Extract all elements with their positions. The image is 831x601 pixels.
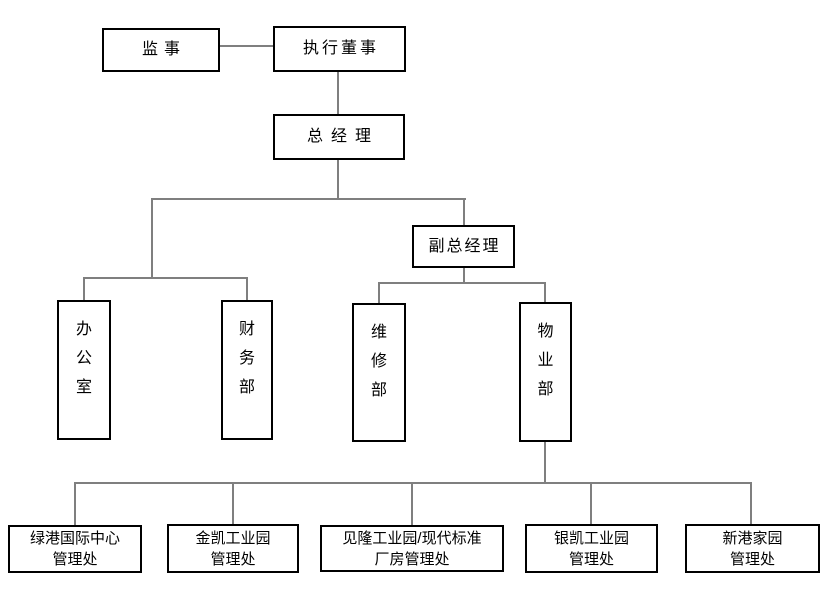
connector-line xyxy=(337,72,339,115)
node-maintenance-dept: 维修部 xyxy=(352,303,406,442)
connector-line xyxy=(411,482,413,526)
connector-line xyxy=(544,282,546,303)
connector-line xyxy=(544,442,546,484)
connector-line xyxy=(83,277,248,279)
node-label: 物业部 xyxy=(537,323,554,398)
node-management-office-jinkai: 金凯工业园 管理处 xyxy=(167,524,299,573)
node-label: 办公室 xyxy=(75,321,92,396)
node-management-office-xingang: 新港家园 管理处 xyxy=(685,524,820,573)
connector-line xyxy=(378,282,380,304)
connector-line xyxy=(246,277,248,301)
connector-line xyxy=(151,198,153,279)
node-label-line2: 管理处 xyxy=(52,551,98,568)
connector-line xyxy=(378,282,546,284)
node-management-office-jianlong: 见隆工业园/现代标准 厂房管理处 xyxy=(320,525,504,572)
node-label-line1: 新港家园 xyxy=(722,529,783,547)
node-label: 总经理 xyxy=(306,128,379,146)
node-label-line2: 管理处 xyxy=(568,550,614,568)
connector-line xyxy=(83,277,85,301)
connector-line xyxy=(463,198,465,226)
node-management-office-lvgang: 绿港国际中心 管理处 xyxy=(8,525,142,573)
node-label-line2: 管理处 xyxy=(210,550,256,568)
node-label-line2: 厂房管理处 xyxy=(374,550,450,568)
connector-line xyxy=(463,268,465,284)
node-executive-director: 执行董事 xyxy=(273,26,406,72)
node-label-line1: 金凯工业园 xyxy=(195,529,271,547)
connector-line xyxy=(220,45,273,47)
connector-line xyxy=(74,482,76,526)
connector-line xyxy=(151,198,466,200)
node-deputy-general-manager: 副总经理 xyxy=(412,225,515,268)
node-general-manager: 总经理 xyxy=(273,114,405,160)
node-label-line1: 银凯工业园 xyxy=(553,529,629,547)
node-label: 财务部 xyxy=(238,321,255,396)
node-management-office-yinkai: 银凯工业园 管理处 xyxy=(525,524,658,573)
connector-line xyxy=(750,482,752,525)
node-supervisor: 监事 xyxy=(102,28,220,72)
node-finance-dept: 财务部 xyxy=(221,300,273,440)
node-label-line2: 管理处 xyxy=(729,550,775,568)
node-label-line1: 见隆工业园/现代标准 xyxy=(342,529,482,547)
node-label: 副总经理 xyxy=(428,237,501,255)
connector-line xyxy=(74,482,752,484)
connector-line xyxy=(232,482,234,525)
node-label: 维修部 xyxy=(370,324,387,399)
node-office: 办公室 xyxy=(57,300,111,440)
node-label: 执行董事 xyxy=(302,40,379,58)
connector-line xyxy=(337,160,339,200)
connector-line xyxy=(590,482,592,525)
node-property-dept: 物业部 xyxy=(519,302,572,442)
node-label: 监事 xyxy=(141,41,186,59)
node-label-line1: 绿港国际中心 xyxy=(29,530,120,547)
